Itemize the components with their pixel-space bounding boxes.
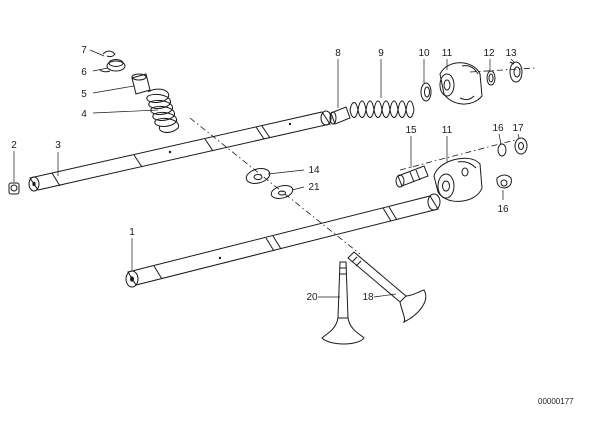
callout-14: 14 <box>308 165 320 176</box>
callout-11-upper: 11 <box>442 48 453 59</box>
adjuster-screw <box>395 165 429 188</box>
cam-disc-21 <box>270 185 294 199</box>
callout-6: 6 <box>81 67 87 78</box>
callout-8: 8 <box>335 48 341 59</box>
thrust-ring <box>509 61 523 83</box>
leader-lines <box>13 49 520 298</box>
circlip <box>486 70 496 86</box>
callout-16-lower: 16 <box>497 204 509 215</box>
callout-17: 17 <box>512 123 524 134</box>
end-plug <box>8 182 20 195</box>
callout-4: 4 <box>81 109 87 120</box>
callout-16-upper: 16 <box>492 123 504 134</box>
callout-9: 9 <box>378 48 384 59</box>
valve-exhaust <box>347 251 427 324</box>
pin <box>329 106 351 125</box>
callout-11-lower: 11 <box>442 125 453 136</box>
callout-labels: 2 3 7 6 5 4 1 8 9 10 11 12 13 15 11 16 1… <box>11 45 524 303</box>
coil-spring-large <box>146 88 180 133</box>
callout-18: 18 <box>362 292 374 303</box>
callout-7: 7 <box>81 45 87 56</box>
rocker-shaft-upper <box>28 110 332 192</box>
rocker-shaft-lower <box>125 193 441 288</box>
valve-inlet <box>321 261 365 345</box>
lock-nut-set <box>496 137 528 189</box>
coil-spring-small <box>349 100 415 118</box>
callout-20: 20 <box>306 292 318 303</box>
rocker-arm-lower <box>433 157 483 202</box>
callout-1: 1 <box>129 227 135 238</box>
diagram-reference-number: 00000177 <box>538 397 574 406</box>
callout-21: 21 <box>308 182 320 193</box>
spring-retainer-clip <box>99 50 126 73</box>
centre-lines <box>189 67 536 255</box>
callout-10: 10 <box>418 48 430 59</box>
sleeve <box>131 73 151 95</box>
callout-2: 2 <box>11 140 17 151</box>
callout-12: 12 <box>483 48 495 59</box>
callout-5: 5 <box>81 89 87 100</box>
cam-disc-14 <box>245 168 271 184</box>
callout-3: 3 <box>55 140 61 151</box>
rocker-arm-upper <box>439 62 483 105</box>
washer <box>420 82 432 102</box>
callout-13: 13 <box>505 48 517 59</box>
callout-15: 15 <box>405 125 417 136</box>
